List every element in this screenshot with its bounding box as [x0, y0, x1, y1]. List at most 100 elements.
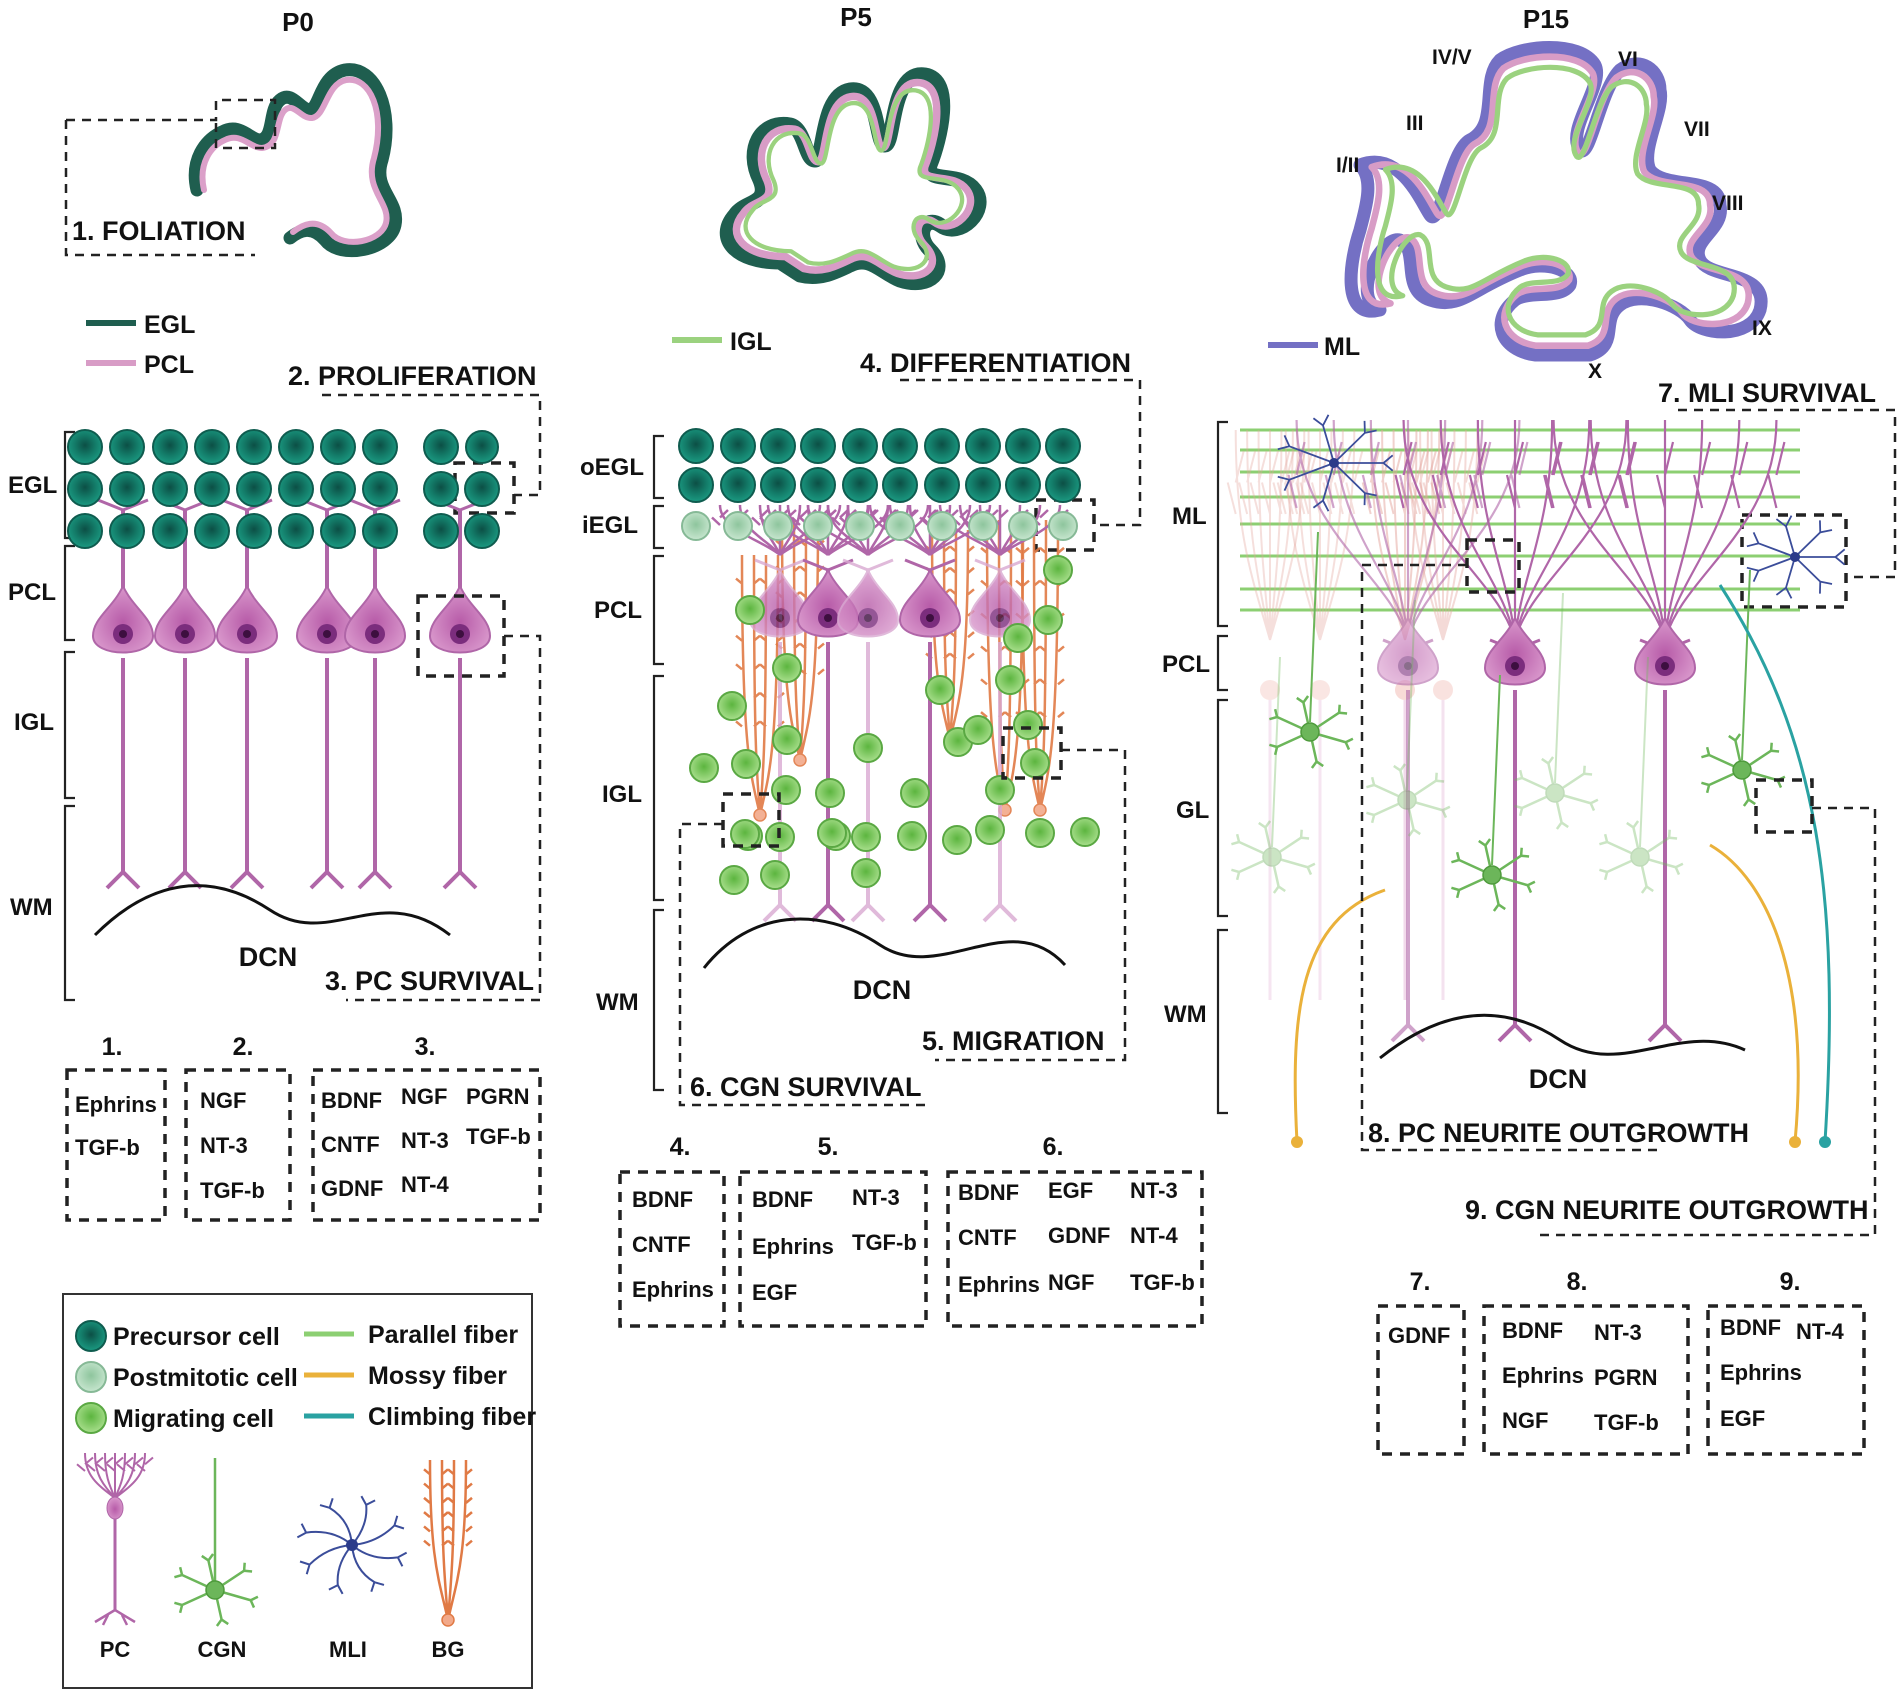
p15-cell-field	[1226, 414, 1846, 1148]
mig-cell	[772, 725, 802, 755]
pre-cell	[465, 430, 499, 464]
svg-text:Ephrins: Ephrins	[632, 1277, 714, 1302]
purkinje-cell	[343, 498, 407, 890]
svg-text:EGF: EGF	[1720, 1406, 1765, 1431]
pc-survival-bracket	[346, 634, 542, 1002]
p0-layer-pcl: PCL	[8, 579, 56, 606]
p0-layer-wm: WM	[10, 894, 53, 921]
climbing-fiber-terminal	[1819, 1136, 1831, 1148]
svg-text:BDNF: BDNF	[752, 1187, 813, 1212]
pre-cell	[320, 429, 356, 465]
post-cell	[803, 511, 833, 541]
process-mli-survival: 7. MLI SURVIVAL	[1658, 378, 1876, 408]
purkinje-cell	[968, 558, 1032, 923]
foliation-bracket	[64, 120, 255, 257]
p5-layer-pcl: PCL	[594, 597, 642, 624]
bergmann-glia-icon	[423, 1459, 473, 1627]
pre-cell	[362, 471, 398, 507]
mig-cell	[719, 865, 749, 895]
svg-text:CNTF: CNTF	[958, 1225, 1017, 1250]
pre-cell	[278, 471, 314, 507]
mossy-fiber	[1709, 843, 1800, 1143]
mig-cell	[1020, 748, 1050, 778]
p15-cerebellum-outline	[1344, 41, 1768, 362]
mossy-fiber-terminal	[1291, 1136, 1303, 1148]
pre-cell	[67, 513, 103, 549]
mig-cell	[1033, 605, 1063, 635]
mig-cell	[963, 715, 993, 745]
legend-igl: IGL	[730, 328, 772, 356]
svg-text:Mossy fiber: Mossy fiber	[368, 1362, 507, 1390]
pc-neurite-bracket	[1360, 563, 1664, 1152]
svg-text:5.: 5.	[818, 1133, 839, 1161]
purkinje-cell	[153, 498, 217, 890]
legend-pcl: PCL	[144, 351, 194, 379]
interneuron	[1277, 414, 1394, 512]
pre-cell	[882, 467, 918, 503]
purkinje-cell	[215, 498, 279, 890]
svg-text:BDNF: BDNF	[321, 1088, 382, 1113]
p15-layer-ml: ML	[1172, 503, 1207, 530]
mig-cell	[1013, 710, 1043, 740]
pre-cell	[800, 428, 836, 464]
svg-text:BDNF: BDNF	[1502, 1318, 1563, 1343]
svg-text:NT-3: NT-3	[852, 1185, 900, 1210]
svg-text:NT-4: NT-4	[401, 1172, 449, 1197]
lobule-vii: VII	[1684, 118, 1710, 141]
factor-group-5: 5. BDNF NT-3 Ephrins TGF-b EGF	[738, 1133, 928, 1328]
purkinje-cell	[1633, 615, 1697, 1043]
pre-cell	[842, 467, 878, 503]
cgn-survival-bracket	[678, 822, 925, 1107]
process-cgn-neurite: 9. CGN NEURITE OUTGROWTH	[1465, 1195, 1869, 1225]
pre-cell	[236, 471, 272, 507]
pre-cell	[720, 428, 756, 464]
svg-text:PC: PC	[100, 1637, 131, 1662]
svg-text:Ephrins: Ephrins	[75, 1092, 157, 1117]
factor-group-9: 9. BDNF NT-4 Ephrins EGF	[1706, 1268, 1866, 1456]
pre-cell	[1005, 467, 1041, 503]
post-cell	[723, 511, 753, 541]
p0-layer-egl: EGL	[8, 472, 57, 499]
svg-text:NGF: NGF	[1048, 1270, 1094, 1295]
migration-bracket	[935, 748, 1127, 1062]
pre-cell	[423, 513, 459, 549]
mig-cell	[925, 675, 955, 705]
p15-layer-brackets	[1216, 420, 1228, 1115]
svg-text:Ephrins: Ephrins	[752, 1234, 834, 1259]
lobule-i-ii: I/II	[1336, 154, 1359, 177]
svg-text:6.: 6.	[1043, 1133, 1064, 1161]
granule-neuron	[174, 1553, 259, 1627]
interneuron	[1746, 515, 1846, 599]
purkinje-cell-icon	[76, 1452, 154, 1626]
cgn-neurite-zoom-box	[1754, 778, 1814, 834]
pre-cell	[278, 429, 314, 465]
p0-cerebellum-outline	[188, 63, 403, 258]
svg-text:PGRN: PGRN	[1594, 1365, 1658, 1390]
p5-layer-igl: IGL	[602, 781, 642, 808]
mig-cell	[815, 778, 845, 808]
mig-cell	[942, 825, 972, 855]
granule-neuron	[1599, 656, 1684, 894]
lobule-iv-v: IV/V	[1432, 46, 1472, 69]
p0-dcn-arc	[93, 884, 451, 937]
pre-cell	[320, 513, 356, 549]
granule-neuron	[1451, 674, 1536, 912]
mig-cell	[817, 818, 847, 848]
stage-title-p0: P0	[282, 7, 314, 37]
foliation-zoom-box	[66, 98, 277, 150]
factor-group-6: 6. BDNF EGF NT-3 CNTF GDNF NT-4 Ephrins …	[946, 1133, 1204, 1328]
pre-cell	[842, 428, 878, 464]
svg-text:EGF: EGF	[752, 1280, 797, 1305]
bergmann-glia	[423, 1459, 473, 1627]
pre-cell	[152, 429, 188, 465]
svg-text:NGF: NGF	[401, 1084, 447, 1109]
mig-cell	[1003, 623, 1033, 653]
p5-layer-iegl: iEGL	[582, 512, 638, 539]
mig-cell	[772, 653, 802, 683]
mig-cell	[897, 821, 927, 851]
svg-text:Precursor cell: Precursor cell	[113, 1323, 280, 1351]
mig-cell	[975, 815, 1005, 845]
lobule-vi: VI	[1618, 48, 1638, 71]
pre-cell	[423, 429, 459, 465]
mossy-fiber	[1293, 888, 1386, 1143]
